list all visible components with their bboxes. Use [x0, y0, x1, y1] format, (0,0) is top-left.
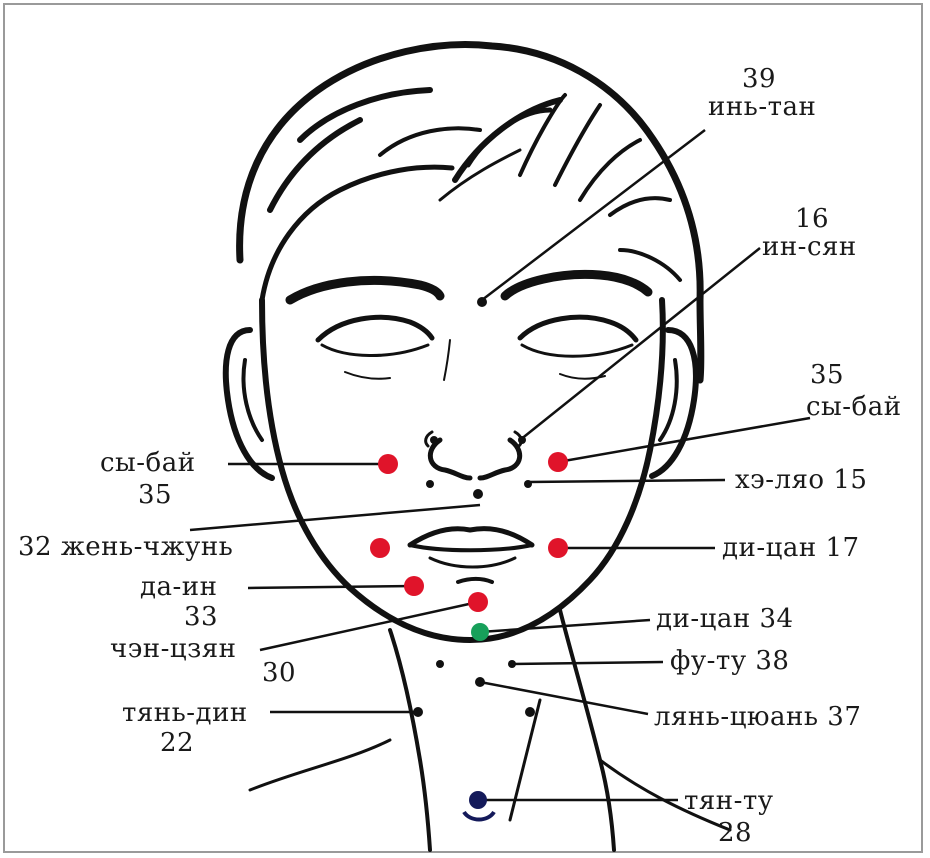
- point-tian-ding-left: [413, 707, 423, 717]
- hair-strand-2: [270, 120, 360, 210]
- hair-strand-1: [300, 90, 430, 140]
- label-si-bai-right: сы-бай: [806, 394, 902, 420]
- tian-tu-notch: [464, 812, 494, 820]
- point-si-bai-right: [548, 452, 568, 472]
- label-di-cang-17: ди-цан 17: [722, 535, 860, 561]
- label-yin-tang-num: 39: [742, 66, 776, 92]
- nose-left: [430, 440, 470, 478]
- label-ying-xiang: ин-сян: [762, 234, 857, 260]
- label-tian-tu: тян-ту: [684, 788, 774, 814]
- label-di-cang-34: ди-цан 34: [656, 606, 794, 632]
- point-fu-tu-right: [508, 660, 516, 668]
- hair-strand-10: [380, 128, 480, 155]
- point-di-cang-right: [548, 538, 568, 558]
- point-he-liao-left: [426, 480, 434, 488]
- chin-crease: [458, 579, 492, 582]
- left-ear-inner: [244, 360, 262, 440]
- mouth-upper: [410, 529, 532, 545]
- line-cheng-jiang: [260, 602, 478, 650]
- point-da-ying: [404, 576, 424, 596]
- label-cheng-jiang-num: 30: [262, 660, 296, 686]
- face-left-side: [262, 300, 663, 640]
- label-ren-zhong: 32 жень-чжунь: [18, 534, 233, 560]
- label-si-bai-left-num: 35: [138, 482, 172, 508]
- hair-strand-8: [610, 198, 670, 215]
- line-he-liao: [528, 480, 725, 482]
- hair-strand-9: [620, 250, 680, 280]
- label-ying-xiang-num: 16: [795, 206, 829, 232]
- left-eye-lower: [322, 345, 428, 356]
- right-eye-upper: [520, 317, 636, 340]
- line-da-ying: [248, 586, 414, 588]
- nose-bridge: [444, 340, 450, 380]
- point-he-liao-right: [524, 480, 532, 488]
- label-cheng-jiang: чэн-цзян: [110, 636, 237, 662]
- hair-strand-6: [555, 105, 600, 185]
- point-nostril-left: [430, 436, 438, 444]
- label-lian-quan: лянь-цюань 37: [654, 704, 861, 730]
- label-si-bai-left: сы-бай: [100, 450, 196, 476]
- line-fu-tu: [512, 662, 663, 664]
- right-eye-lower: [522, 345, 632, 356]
- left-eye-upper: [318, 317, 432, 340]
- left-eyebrow: [290, 280, 440, 300]
- point-tian-ding-right: [525, 707, 535, 717]
- sternum-left: [250, 740, 390, 790]
- right-eyebrow: [505, 274, 648, 296]
- label-yin-tang: инь-тан: [708, 94, 816, 120]
- point-fu-tu-left: [436, 660, 444, 668]
- label-tian-ding: тянь-дин: [122, 700, 248, 726]
- hair-strand-11: [440, 150, 520, 200]
- neck-left: [390, 630, 430, 850]
- left-undereye: [345, 372, 390, 379]
- label-si-bai-right-num: 35: [810, 362, 844, 388]
- line-lian-quan: [480, 682, 648, 714]
- point-ying-xiang: [518, 436, 526, 444]
- label-tian-ding-num: 22: [160, 730, 194, 756]
- point-ren-zhong: [473, 489, 483, 499]
- hair-strand-7: [580, 140, 640, 200]
- mouth-line: [410, 545, 532, 550]
- label-fu-tu: фу-ту 38: [670, 648, 789, 674]
- point-cheng-jiang: [468, 592, 488, 612]
- sternum-right: [510, 700, 540, 820]
- point-di-cang-left: [370, 538, 390, 558]
- label-he-liao: хэ-ляо 15: [735, 467, 867, 493]
- nose-right: [480, 440, 520, 478]
- point-tian-tu: [469, 791, 487, 809]
- mouth-lower: [430, 558, 515, 567]
- point-di-cang-34: [471, 623, 489, 641]
- line-ren-zhong: [190, 505, 480, 530]
- label-tian-tu-num: 28: [718, 820, 752, 846]
- point-si-bai-left: [378, 454, 398, 474]
- label-da-ying: да-ин: [140, 574, 217, 600]
- label-da-ying-num: 33: [184, 604, 218, 630]
- line-si-bai-r: [558, 418, 810, 462]
- point-yin-tang: [477, 297, 487, 307]
- point-lian-quan: [475, 677, 485, 687]
- neck-right: [560, 610, 614, 850]
